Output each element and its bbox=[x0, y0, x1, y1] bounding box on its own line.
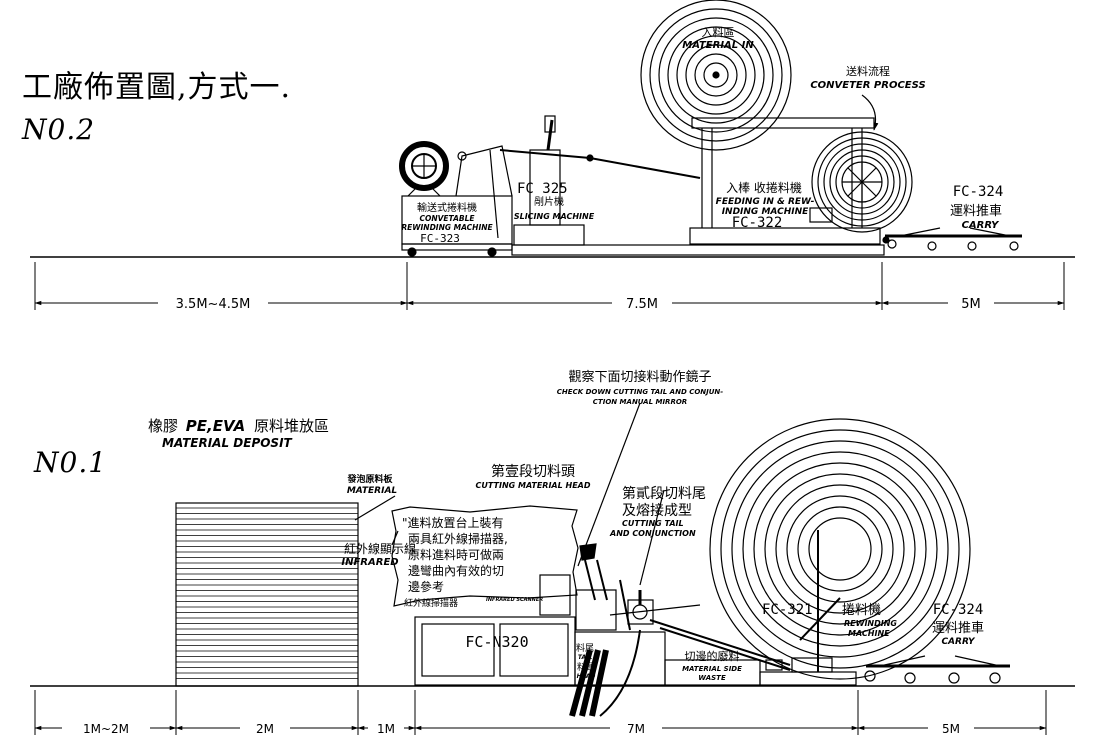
note-bubble bbox=[391, 505, 579, 607]
fc323-code: FC-323 bbox=[420, 232, 460, 245]
note-line-3: 原料進料時可做兩 bbox=[408, 547, 504, 562]
note-line-2: 兩具紅外線掃描器, bbox=[408, 531, 508, 546]
head-en: HEAD bbox=[577, 673, 596, 680]
fc322-en1: FEEDING IN & REW- bbox=[716, 197, 815, 207]
tail-cn: 料尾 bbox=[576, 642, 594, 654]
fc325-machine bbox=[499, 115, 701, 246]
cut-tail-en1: CUTTING TAIL bbox=[622, 519, 684, 528]
board-leader bbox=[354, 495, 396, 521]
dimension-no2 bbox=[34, 262, 1065, 310]
fc323-en1: CONVETABLE bbox=[419, 214, 475, 223]
dim-no1-5: 5M bbox=[942, 722, 960, 736]
fcn320-code: FC-N320 bbox=[465, 633, 528, 651]
dim-no1-4: 7M bbox=[627, 722, 645, 736]
fc322-en2: INDING MACHINE bbox=[722, 207, 809, 217]
fc323-roll-icon bbox=[399, 141, 449, 191]
waste-cn: 切邊的廢料 bbox=[685, 649, 740, 663]
fc321-en2: MACHINE bbox=[848, 629, 890, 638]
dim-no1-1: 1M~2M bbox=[83, 722, 129, 736]
mirror-leader bbox=[577, 402, 641, 567]
dim-no2-1: 3.5M~4.5M bbox=[176, 297, 251, 312]
layout-no2-label: N0.2 bbox=[22, 113, 96, 146]
deposit-cn-b: 原料堆放區 bbox=[254, 417, 329, 435]
fc322-machine bbox=[511, 117, 885, 256]
board-cn: 發泡原料板 bbox=[346, 473, 393, 485]
dim-no1-2: 2M bbox=[256, 722, 274, 736]
page-title: 工廠佈置圖,方式一. bbox=[22, 70, 292, 105]
fc321-cn: 捲料機 bbox=[842, 603, 881, 618]
process-en: CONVETER PROCESS bbox=[810, 80, 925, 91]
fc324-en-no2: CARRY bbox=[962, 220, 1001, 231]
cut-tail-leader bbox=[639, 489, 665, 586]
material-deposit-stack bbox=[175, 502, 359, 687]
fc323-cn: 輸送式捲料機 bbox=[417, 201, 477, 214]
fc324-code-no1: FC-324 bbox=[933, 602, 984, 618]
layout-no2 bbox=[30, 0, 1075, 310]
labels-no1: 觀察下面切接料動作鏡子 CHECK DOWN CUTTING TAIL AND … bbox=[83, 369, 984, 736]
deposit-title: 橡膠 PE,EVA 原料堆放區 bbox=[148, 417, 329, 435]
waste-en2: WASTE bbox=[698, 674, 726, 682]
note-line-1: "進料放置台上裝有 bbox=[402, 515, 504, 530]
layout-no1-label: N0.1 bbox=[34, 446, 108, 479]
scanner-cn: 紅外線掃描器 bbox=[404, 597, 458, 609]
process-arrow bbox=[861, 94, 879, 131]
fc322-code: FC-322 bbox=[732, 215, 783, 231]
deposit-pe-eva: PE,EVA bbox=[186, 417, 245, 435]
process-cn: 送料流程 bbox=[846, 64, 890, 78]
fc324-en-no1: CARRY bbox=[941, 637, 976, 647]
cut-tail-cn1: 第貳段切料尾 bbox=[622, 485, 706, 502]
fcn320-machine bbox=[414, 543, 857, 717]
mirror-en1: CHECK DOWN CUTTING TAIL AND CONJUN- bbox=[557, 388, 723, 396]
fc323-en2: REWINDING MACHINE bbox=[401, 223, 493, 232]
cut-head-cn: 第壹段切料頭 bbox=[491, 463, 575, 480]
mirror-en2: CTION MANUAL MIRROR bbox=[593, 398, 687, 406]
cut-head-en: CUTTING MATERIAL HEAD bbox=[476, 481, 591, 490]
waste-en1: MATERIAL SIDE bbox=[682, 665, 742, 673]
infrared-en: INFRARED bbox=[341, 557, 398, 568]
fc325-code: FC 325 bbox=[517, 181, 568, 197]
head-cn: 料頭 bbox=[577, 661, 595, 673]
fc321-en: REWINDING bbox=[844, 619, 897, 628]
dim-no2-3: 5M bbox=[961, 297, 981, 312]
dim-no1-3: 1M bbox=[377, 722, 395, 736]
note-line-5: 邊參考 bbox=[408, 579, 444, 594]
scanner-en: INFRARED SCANNER bbox=[486, 597, 543, 603]
rewinding-roll-no1 bbox=[709, 418, 971, 680]
fc323-machine bbox=[399, 141, 513, 257]
material-in-en: MATERIAL IN bbox=[682, 40, 754, 51]
labels-no2: 入料區 MATERIAL IN 送料流程 CONVETER PROCESS 輸送… bbox=[176, 25, 1004, 312]
material-in-cn: 入料區 bbox=[702, 25, 735, 39]
fc325-cn: 剮片機 bbox=[534, 195, 564, 208]
rewinding-roll-no2 bbox=[811, 131, 913, 233]
mirror-cn: 觀察下面切接料動作鏡子 bbox=[568, 369, 711, 385]
dim-no2-2: 7.5M bbox=[626, 297, 658, 312]
fc324-cart-no2 bbox=[882, 227, 1022, 251]
deposit-cn-a: 橡膠 bbox=[148, 417, 178, 435]
tail-en: TAIL bbox=[578, 654, 593, 661]
fc321-code: FC-321 bbox=[762, 602, 813, 618]
note-line-4: 邊彎曲內有效的切 bbox=[408, 563, 504, 578]
material-in-roll bbox=[640, 0, 792, 151]
cut-tail-cn2: 及熔接成型 bbox=[622, 502, 692, 519]
fc325-en: SLICING MACHINE bbox=[514, 212, 595, 221]
cut-tail-en2: AND CONJUNCTION bbox=[609, 529, 696, 538]
deposit-en: MATERIAL DEPOSIT bbox=[162, 436, 293, 450]
fc322-cn: 入棒 收捲料機 bbox=[726, 180, 802, 195]
infrared-leader bbox=[391, 530, 399, 546]
infrared-cn: 紅外線顯示線 bbox=[344, 541, 416, 556]
layout-no1 bbox=[30, 402, 1075, 735]
fc324-cart-no1 bbox=[864, 655, 1010, 684]
fc324-code-no2: FC-324 bbox=[953, 184, 1004, 200]
board-en: MATERIAL bbox=[347, 486, 398, 496]
fc324-cn-no2: 運料推車 bbox=[950, 204, 1002, 219]
dimension-no1 bbox=[34, 690, 1047, 735]
fc324-cn-no1: 運料推車 bbox=[932, 621, 984, 636]
